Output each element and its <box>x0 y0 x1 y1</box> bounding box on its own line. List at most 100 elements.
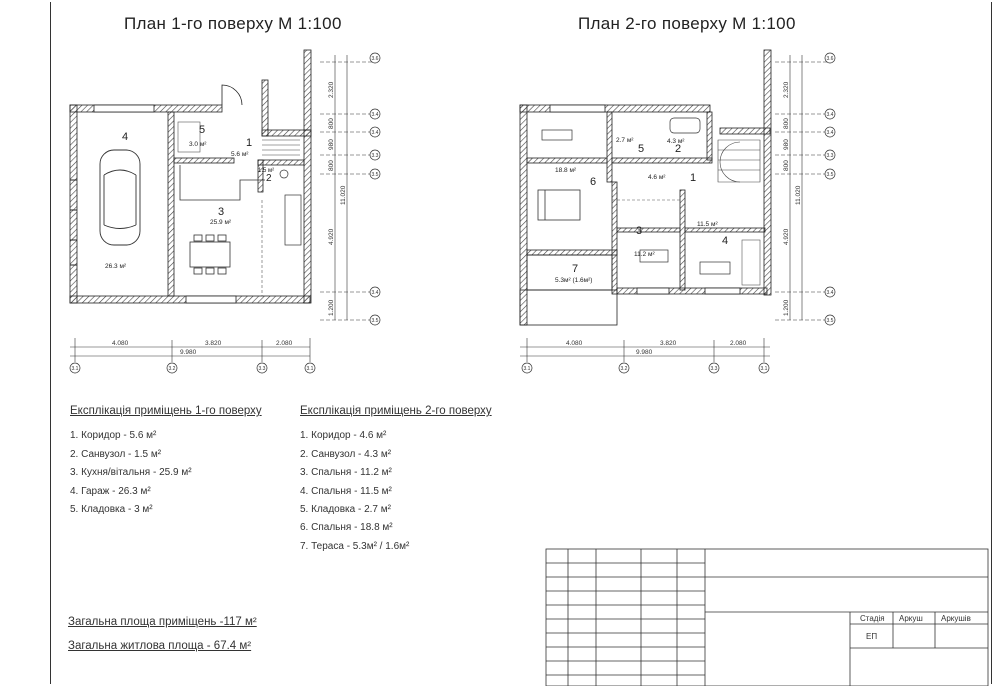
plan1-axis-r1: 3.6 <box>372 56 379 62</box>
stamp-sheet-header: Аркуш <box>899 614 923 623</box>
plan1-kitchen-counter <box>179 165 265 201</box>
plan1-vdim-4: 800 <box>328 160 335 171</box>
plan2-wardrobe <box>741 239 761 286</box>
plan2-axis-r3: 3.4 <box>827 130 834 136</box>
plan1-axis-bubbles <box>69 52 381 374</box>
plan2-terrace <box>526 254 613 291</box>
legend2-item: 7. Тераса - 5.3м² / 1.6м² <box>300 541 410 552</box>
plan2-axis-b3: 3.3 <box>711 366 718 372</box>
plan1-vdim-3: 980 <box>328 139 335 150</box>
plan1-window <box>185 295 237 304</box>
plan1-vdim-1: 2.320 <box>328 81 335 98</box>
plan2-axis-r4: 3.3 <box>827 153 834 159</box>
plan1-dim-3: 2.080 <box>276 340 293 347</box>
plan1-axis-r7: 3.5 <box>372 318 379 324</box>
plan2-axis-labels: 3.1 3.2 3.3 3.1 3.6 3.4 3.4 3.3 3.5 3.4 … <box>524 56 834 372</box>
desk-icon <box>541 129 731 275</box>
plan1-garage-door <box>93 104 155 113</box>
legend2-item: 1. Коридор - 4.6 м² <box>300 430 387 441</box>
plan1-room-1-area: 5.6 м² <box>231 151 249 158</box>
plan2-room-labels: 1 4.6 м² 2 4.3 м² 3 11.2 м² 4 11.5 м² 5 … <box>555 137 728 284</box>
stamp-stage-value: ЕП <box>866 632 877 641</box>
plan2-room-1-area: 4.6 м² <box>648 174 666 181</box>
plan1-room-1-num: 1 <box>246 137 252 149</box>
bathtub-icon <box>669 117 701 134</box>
plan1-room-2-area: 1.5 м² <box>258 168 274 174</box>
plan2-axis-r5: 3.5 <box>827 172 834 178</box>
plan2-room-7-area: 5.3м² (1.6м²) <box>555 277 592 284</box>
plan2-room-2-area: 4.3 м² <box>667 138 685 145</box>
plan2-walls <box>519 49 772 326</box>
plan2-drawing <box>519 49 772 326</box>
plan2-terrace-outline <box>519 289 618 326</box>
dining-table-icon <box>189 234 231 275</box>
plan1-room-4-num: 4 <box>122 131 128 143</box>
title-block-labels: Стадія Аркуш Аркушів ЕП <box>860 614 971 641</box>
plan2-room-4-num: 4 <box>722 235 728 247</box>
plan2-dim-text: 4.080 3.820 2.080 9.980 <box>566 340 747 356</box>
plan2-axis-r2: 3.4 <box>827 112 834 118</box>
plan2-axis-bubbles <box>521 52 836 374</box>
plan2-dim-vert-text: 2.320 800 980 800 4.920 1.200 11.020 <box>783 81 802 316</box>
plan2-room-7-num: 7 <box>572 263 578 275</box>
plan2-axis-r7: 3.5 <box>827 318 834 324</box>
plan2-room-5-num: 5 <box>638 143 644 155</box>
plan2-axis-r1: 3.6 <box>827 56 834 62</box>
plan2-room-3-num: 3 <box>636 225 642 237</box>
plan2-room-3-area: 11.2 м² <box>634 251 655 258</box>
plan1-room-4-area: 26.3 м² <box>105 263 127 270</box>
plan1-entrance-door <box>221 84 243 106</box>
plan2-room-4-area: 11.5 м² <box>697 221 718 228</box>
plan2-dim-2: 3.820 <box>660 340 677 347</box>
plan1-room-3-area: 25.9 м² <box>210 219 232 226</box>
plan2-dim-3: 2.080 <box>730 340 747 347</box>
plan1-title: План 1-го поверху М 1:100 <box>124 14 342 33</box>
plan2-room-6-num: 6 <box>590 176 596 188</box>
plan1-room-2-num: 2 <box>266 173 272 184</box>
plan2-axis-b1: 3.1 <box>524 366 531 372</box>
plan2-vdim-4: 800 <box>783 160 790 171</box>
plan1-axis-r6: 3.4 <box>372 290 379 296</box>
legend2-item: 6. Спальня - 18.8 м² <box>300 522 393 533</box>
plan1-axis-b1: 3.1 <box>72 366 79 372</box>
plan1-axis-r3: 3.4 <box>372 130 379 136</box>
plan1-axis-r4: 3.3 <box>372 153 379 159</box>
plan1-kitchen-unit <box>284 194 302 246</box>
plan2-room-5-area: 2.7 м² <box>616 137 634 144</box>
plan2-dim-total: 9.980 <box>636 349 653 356</box>
title-block <box>545 548 989 686</box>
legend1-item: 5. Кладовка - 3 м² <box>70 504 153 515</box>
plan1-dim-text: 4.080 3.820 2.080 9.980 <box>112 340 293 356</box>
legend1-heading: Експлікація приміщень 1-го поверху <box>70 405 262 417</box>
plan2-vdim-5: 4.920 <box>783 228 790 245</box>
plan1-room-labels: 1 5.6 м² 2 1.5 м² 3 25.9 м² 4 26.3 м² 5 … <box>105 124 274 270</box>
toilet-icon <box>279 169 289 179</box>
plan1-axis-b4: 3.1 <box>307 366 314 372</box>
plan1-stairs <box>262 139 300 156</box>
plan1-front-wall <box>303 49 312 131</box>
plan1-dim-lines <box>70 55 375 362</box>
plan2-axis-b2: 3.2 <box>621 366 628 372</box>
plan2-dim-1: 4.080 <box>566 340 583 347</box>
plan1-room-3-num: 3 <box>218 206 224 218</box>
legend1-item: 3. Кухня/вітальня - 25.9 м² <box>70 467 192 478</box>
plan1-storage-shelves <box>177 121 201 153</box>
legend2-item: 2. Санвузол - 4.3 м² <box>300 449 392 460</box>
stamp-sheets-header: Аркушів <box>941 614 971 623</box>
bed-icon <box>537 189 581 221</box>
plan1-vdim-2: 800 <box>328 118 335 129</box>
plan2-room-6-area: 18.8 м² <box>555 167 577 174</box>
plan2-vdim-3: 980 <box>783 139 790 150</box>
car-icon <box>99 149 141 246</box>
plan1-room-5-area: 3.0 м² <box>189 141 207 148</box>
plan1-axis-r2: 3.4 <box>372 112 379 118</box>
legend2-item: 5. Кладовка - 2.7 м² <box>300 504 391 515</box>
plan2-axis-r6: 3.4 <box>827 290 834 296</box>
plan1-room-5-num: 5 <box>199 124 205 136</box>
legend1-item: 4. Гараж - 26.3 м² <box>70 486 151 497</box>
plan2-room-1-num: 1 <box>690 172 696 184</box>
sheet-frame <box>50 2 992 684</box>
plan1-axis-b3: 3.3 <box>259 366 266 372</box>
